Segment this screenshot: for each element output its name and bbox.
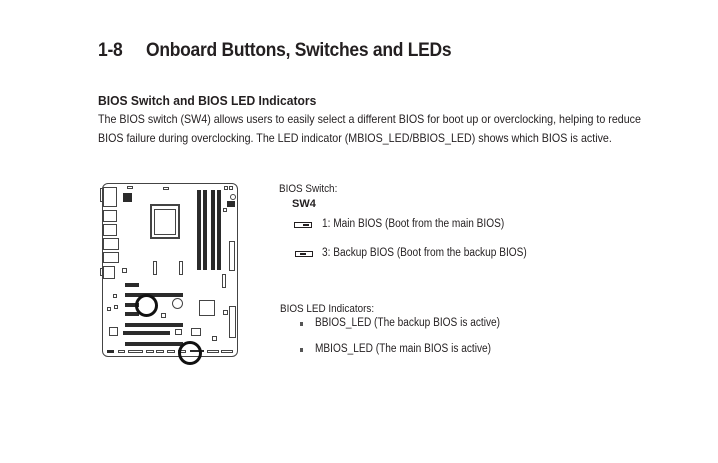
- paragraph-line-1: The BIOS switch (SW4) allows users to ea…: [98, 112, 641, 126]
- atx-power-connector: [229, 241, 235, 271]
- component: [107, 307, 111, 311]
- motherboard-diagram: [100, 183, 238, 365]
- component: [109, 327, 118, 336]
- io-port: [100, 268, 103, 276]
- section-number: 1-8: [98, 40, 123, 61]
- component: [161, 313, 166, 318]
- paragraph-line-2: BIOS failure during overclocking. The LE…: [98, 131, 612, 145]
- description-paragraph: The BIOS switch (SW4) allows users to ea…: [98, 110, 641, 148]
- header: [107, 350, 114, 353]
- section-title: Onboard Buttons, Switches and LEDs: [146, 40, 452, 61]
- component: [122, 268, 127, 273]
- header: [127, 186, 133, 189]
- pcie-slot: [125, 293, 183, 297]
- bios-led-highlight-circle: [135, 294, 158, 317]
- dimm-slot: [211, 190, 215, 270]
- connector: [179, 261, 183, 275]
- bullet-icon: [300, 322, 303, 326]
- sw4-highlight-circle: [178, 341, 202, 365]
- cmos-battery: [172, 298, 183, 309]
- io-port: [103, 238, 119, 250]
- pcie-slot: [125, 312, 139, 316]
- component: [230, 194, 236, 200]
- switch-position-left-icon: [295, 251, 313, 257]
- dimm-slot: [197, 190, 201, 270]
- io-port: [103, 252, 119, 263]
- connector: [153, 261, 157, 275]
- component: [229, 186, 233, 190]
- pcie-slot: [125, 303, 139, 307]
- bios-switch-label: BIOS Switch:: [279, 183, 338, 195]
- io-port: [103, 266, 115, 279]
- bios-led-label: BIOS LED Indicators:: [280, 303, 375, 315]
- component: [223, 208, 227, 212]
- header: [163, 187, 169, 190]
- header: [207, 350, 219, 353]
- pci-slot: [123, 331, 170, 335]
- pcie-slot: [125, 283, 139, 287]
- dimm-slot: [217, 190, 221, 270]
- component: [175, 329, 182, 335]
- header: [221, 350, 233, 353]
- io-port: [103, 210, 117, 222]
- chipset: [199, 300, 215, 316]
- component: [224, 186, 228, 190]
- cpu-socket-inner: [154, 209, 176, 235]
- io-port: [100, 188, 103, 202]
- pcie-slot: [125, 342, 183, 346]
- led-item-mbios: MBIOS_LED (The main BIOS is active): [315, 343, 492, 355]
- io-port: [103, 224, 117, 236]
- header: [156, 350, 164, 353]
- header: [167, 350, 175, 353]
- bullet-icon: [300, 348, 303, 352]
- connector: [222, 274, 226, 288]
- component: [227, 201, 235, 207]
- switch-name: SW4: [292, 198, 316, 210]
- pcie-slot: [125, 323, 183, 327]
- component: [223, 310, 228, 315]
- header: [146, 350, 154, 353]
- component: [212, 336, 217, 341]
- component: [114, 305, 118, 309]
- switch-position-right-icon: [294, 222, 312, 228]
- sata-connectors: [229, 306, 236, 338]
- header: [128, 350, 143, 353]
- dimm-slot: [203, 190, 207, 270]
- led-item-bbios: BBIOS_LED (The backup BIOS is active): [315, 317, 501, 329]
- header: [118, 350, 125, 353]
- switch-option-backup-bios: 3: Backup BIOS (Boot from the backup BIO…: [322, 247, 527, 259]
- component: [191, 328, 201, 336]
- subsection-title: BIOS Switch and BIOS LED Indicators: [98, 93, 317, 108]
- header: [123, 193, 132, 202]
- switch-option-main-bios: 1: Main BIOS (Boot from the main BIOS): [322, 218, 505, 230]
- io-port: [103, 187, 117, 207]
- component: [113, 294, 117, 298]
